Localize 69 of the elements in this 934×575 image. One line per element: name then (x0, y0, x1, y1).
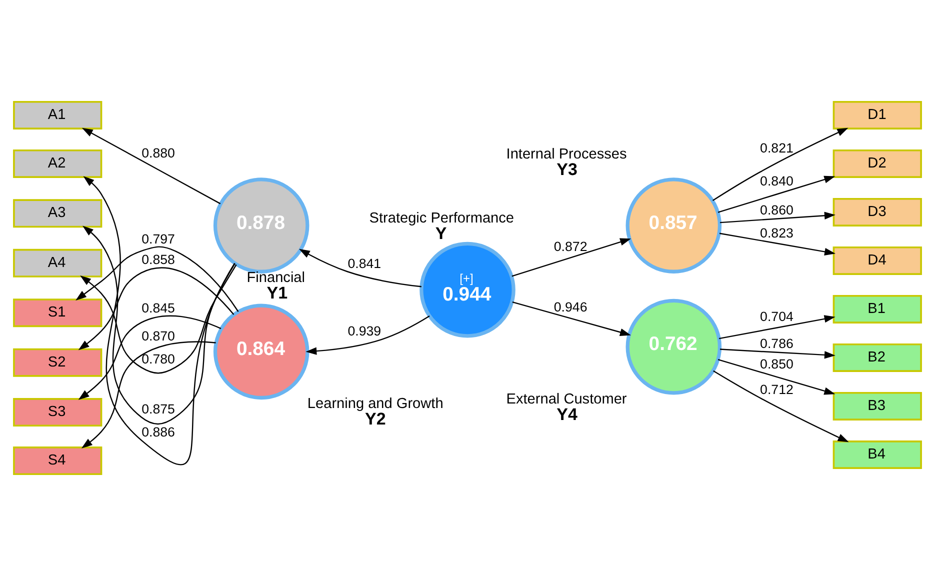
node-box: A3 (12, 198, 102, 228)
edge-label: 0.823 (760, 224, 793, 240)
arrow (720, 348, 835, 358)
node-label: Y4 (556, 404, 577, 424)
edge-label: 0.845 (141, 300, 174, 316)
edge-label: 0.712 (760, 381, 793, 396)
node-label: Y (434, 224, 446, 243)
edge-label: 0.797 (141, 230, 174, 246)
node-box: D3 (832, 197, 922, 226)
edge-label: 0.850 (760, 356, 793, 371)
node-circle: 0.762 (625, 298, 722, 394)
node-circle: 0.864 (212, 303, 309, 400)
arrow (75, 246, 238, 312)
edge-label: 0.821 (760, 140, 793, 156)
arrow (712, 370, 848, 442)
node-box: S4 (12, 446, 102, 475)
edge-label: 0.872 (553, 238, 587, 254)
edge-label: 0.704 (760, 308, 793, 324)
edge-label: 0.946 (553, 298, 587, 314)
node-box: D4 (832, 246, 922, 274)
arrow (82, 176, 235, 464)
arrow (81, 127, 220, 204)
arrow (80, 264, 236, 374)
edge-label: 0.786 (760, 335, 793, 350)
arrow (718, 232, 836, 255)
arrow (718, 314, 835, 339)
arrow (78, 266, 234, 350)
node-label: External Customer (506, 390, 626, 407)
node-box: S3 (12, 398, 102, 426)
node-box: B3 (832, 391, 922, 420)
edge-label: 0.880 (141, 144, 174, 160)
node-box: S1 (12, 298, 102, 327)
arrow (82, 225, 235, 424)
node-box: S2 (12, 348, 102, 376)
arrow (720, 211, 835, 223)
node-label: Learning and Growth (306, 396, 443, 412)
arrow (511, 238, 631, 276)
node-label: Y1 (266, 283, 288, 302)
arrow (512, 300, 630, 336)
edge-label: 0.870 (141, 328, 174, 344)
node-box: B4 (832, 440, 922, 468)
node-label: Strategic Performance (368, 210, 514, 226)
edge-label: 0.860 (760, 202, 793, 217)
edge-label: 0.840 (760, 172, 793, 188)
node-box: A4 (12, 248, 102, 277)
node-label: Internal Processes (506, 146, 626, 162)
arrow (305, 315, 430, 354)
arrow (78, 314, 221, 400)
arrow (712, 127, 848, 201)
edge-label: 0.841 (347, 255, 381, 270)
node-box: B2 (832, 342, 922, 372)
arrow (717, 175, 835, 212)
node-box: A1 (12, 100, 102, 129)
node-box: B1 (832, 294, 922, 323)
node-box: D1 (832, 100, 922, 129)
node-label: Y3 (556, 159, 577, 178)
arrow (80, 340, 216, 448)
node-circle: [+] 0.944 (419, 241, 515, 338)
node-label: Y2 (364, 409, 386, 428)
arrow (717, 358, 835, 394)
edge-label: 0.780 (141, 351, 174, 366)
node-box: D2 (832, 148, 922, 178)
node-circle: 0.857 (625, 177, 722, 273)
edge-label: 0.875 (141, 400, 174, 416)
node-box: A2 (12, 148, 102, 178)
edge-label: 0.886 (141, 424, 174, 439)
edge-label: 0.858 (141, 252, 174, 267)
arrow (298, 248, 421, 287)
edge-label: 0.939 (347, 323, 381, 338)
